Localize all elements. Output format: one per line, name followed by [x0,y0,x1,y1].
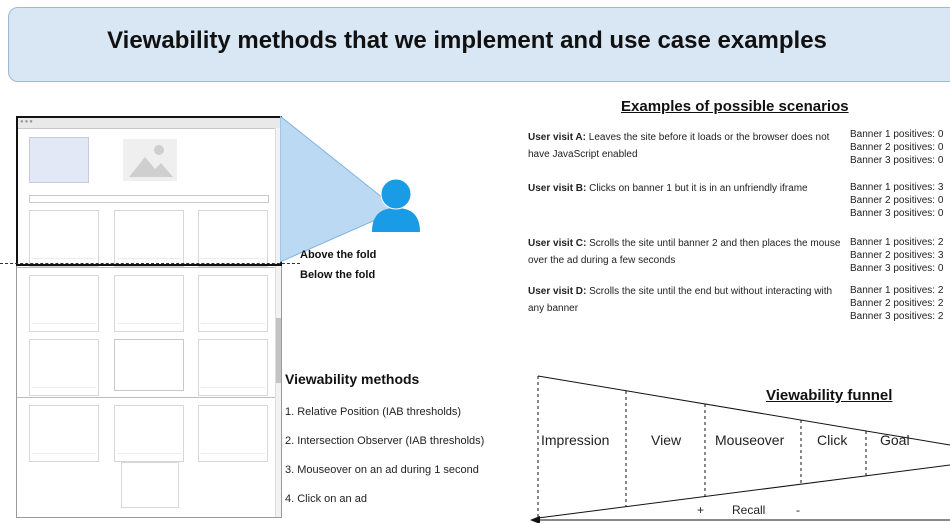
method-item: 1. Relative Position (IAB thresholds) [285,406,462,418]
content-card [198,275,268,332]
browser-scrollbar [275,128,281,517]
browser-toolbar: ●●● [17,117,281,129]
image-placeholder-icon [123,139,177,181]
scrollbar-thumb [276,318,281,383]
content-card [114,405,184,462]
ad-banner-placeholder [114,339,184,391]
page-title: Viewability methods that we implement an… [107,27,827,54]
funnel-stage: View [651,432,682,448]
visit-c-description: User visit C: Scrolls the site until ban… [528,238,841,266]
content-card [114,210,184,267]
above-fold-label: Above the fold [300,249,377,261]
content-card [198,405,268,462]
viewport-cone [280,116,399,263]
method-item: 4. Click on an ad [285,493,367,505]
funnel-stage: Click [817,432,848,448]
content-card [29,210,99,267]
recall-plus: + [697,503,705,517]
method-item: 2. Intersection Observer (IAB thresholds… [285,435,485,447]
funnel-stage: Mouseover [715,432,785,448]
funnel-stage: Impression [541,432,610,448]
recall-minus: - [796,503,800,517]
content-card [29,275,99,332]
methods-heading: Viewability methods [285,371,420,387]
nav-bar-placeholder [29,195,269,203]
funnel-heading: Viewability funnel [766,387,893,404]
user-icon [372,178,420,232]
content-card [114,275,184,332]
above-fold-frame [16,116,282,266]
funnel-diagram [530,375,950,523]
below-fold-label: Below the fold [300,269,376,281]
method-item: 3. Mouseover on an ad during 1 second [285,464,479,476]
visit-d-description: User visit D: Scrolls the site until the… [528,286,833,314]
funnel-stage: Goal [880,432,910,448]
ad-banner-placeholder [121,462,179,508]
section-divider [17,267,275,268]
content-card [29,405,99,462]
browser-mockup: ●●● [16,116,282,518]
content-card [198,210,268,267]
scenarios-heading: Examples of possible scenarios [621,98,849,115]
visit-a-description: User visit A: Leaves the site before it … [528,132,830,160]
fold-line [0,263,300,264]
content-card [29,339,99,396]
title-banner [8,7,950,82]
content-card [198,339,268,396]
hero-banner-placeholder [29,137,89,183]
window-controls-icon: ●●● [20,119,34,125]
recall-label: Recall [732,503,766,517]
section-divider [17,397,275,398]
visit-b-description: User visit B: Clicks on banner 1 but it … [528,183,808,194]
